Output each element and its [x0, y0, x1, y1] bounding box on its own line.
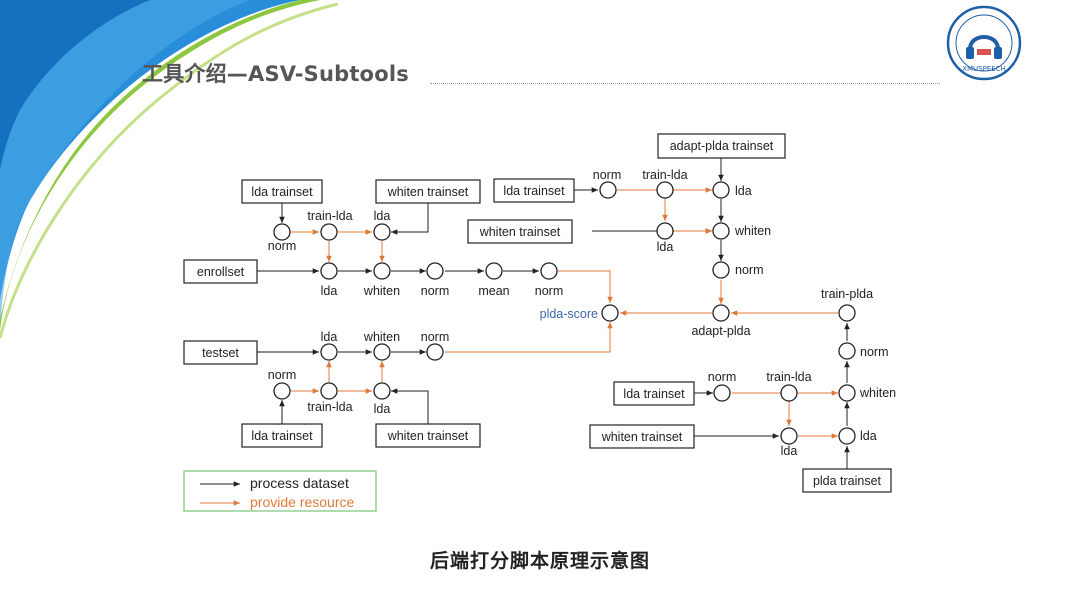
- node-plda-score: [601, 304, 619, 322]
- node-enroll-mean: [485, 262, 503, 280]
- label-adapt-plda: adapt-plda: [691, 324, 750, 338]
- plda-trainset-box: plda trainset: [802, 468, 892, 493]
- enrollset-box: enrollset: [183, 259, 258, 284]
- label-test-lda: lda: [321, 330, 338, 344]
- lda-trainset-box-plda: lda trainset: [613, 381, 695, 406]
- whiten-trainset-box-enroll: whiten trainset: [375, 179, 481, 204]
- node-plda-whiten: [838, 384, 856, 402]
- node-enroll-whiten: [373, 262, 391, 280]
- node-plda-train-lda: [780, 384, 798, 402]
- label-test-norm: norm: [421, 330, 449, 344]
- label-plda-whiten: whiten: [859, 386, 896, 400]
- label-test-norm-bottom: norm: [268, 368, 296, 382]
- corner-swoosh-decoration: [0, 0, 339, 339]
- node-enroll-norm2: [540, 262, 558, 280]
- whiten-trainset-box-adapt: whiten trainset: [467, 219, 573, 244]
- svg-text:whiten trainset: whiten trainset: [387, 429, 469, 443]
- legend-resource-label: provide resource: [250, 494, 354, 510]
- node-plda-lda-bottom: [780, 427, 798, 445]
- node-test-lda-bottom: [373, 382, 391, 400]
- svg-text:whiten trainset: whiten trainset: [601, 430, 683, 444]
- label-plda-train-lda: train-lda: [766, 370, 811, 384]
- node-adapt-lda: [712, 181, 730, 199]
- node-adapt-norm: [599, 181, 617, 199]
- legend: process dataset provide resource: [183, 470, 377, 512]
- label-plda-lda: lda: [860, 429, 877, 443]
- node-enroll-norm-top: [273, 223, 291, 241]
- svg-text:plda trainset: plda trainset: [813, 474, 882, 488]
- node-test-norm: [426, 343, 444, 361]
- resource-edges: [291, 187, 838, 439]
- svg-text:whiten trainset: whiten trainset: [387, 185, 469, 199]
- svg-text:lda trainset: lda trainset: [251, 429, 313, 443]
- node-enroll-train-lda: [320, 223, 338, 241]
- label-plda-train-plda: train-plda: [821, 287, 873, 301]
- title-divider: [430, 83, 940, 84]
- node-test-train-lda: [320, 382, 338, 400]
- label-adapt-whiten: whiten: [734, 224, 771, 238]
- label-enroll-whiten: whiten: [363, 284, 400, 298]
- node-adapt-train-lda: [656, 181, 674, 199]
- label-plda-lda-bottom: lda: [781, 444, 798, 458]
- process-edges: [257, 158, 850, 469]
- label-enroll-train-lda: train-lda: [307, 209, 352, 223]
- slide-title: 工具介绍—ASV-Subtools: [142, 62, 409, 86]
- svg-text:lda trainset: lda trainset: [251, 185, 313, 199]
- label-adapt-lda-bottom: lda: [657, 240, 674, 254]
- svg-text:testset: testset: [202, 346, 239, 360]
- whiten-trainset-box-plda: whiten trainset: [589, 424, 695, 449]
- svg-text:lda trainset: lda trainset: [503, 184, 565, 198]
- node-test-norm-bottom: [273, 382, 291, 400]
- lda-trainset-box-adapt: lda trainset: [493, 178, 575, 203]
- node-adapt-lda-bottom: [656, 222, 674, 240]
- label-adapt-norm: norm: [593, 168, 621, 182]
- svg-text:adapt-plda trainset: adapt-plda trainset: [670, 139, 774, 153]
- adapt-plda-trainset-box: adapt-plda trainset: [657, 133, 786, 159]
- label-plda-norm: norm: [860, 345, 888, 359]
- figure-caption: 后端打分脚本原理示意图: [429, 550, 650, 572]
- label-plda-score: plda-score: [540, 307, 598, 321]
- label-enroll-norm2: norm: [535, 284, 563, 298]
- node-test-lda: [320, 343, 338, 361]
- svg-text:enrollset: enrollset: [197, 265, 245, 279]
- node-adapt-whiten: [712, 222, 730, 240]
- logo-text: XMUSPEECH: [962, 65, 1006, 73]
- node-plda-lda: [838, 427, 856, 445]
- label-test-whiten: whiten: [363, 330, 400, 344]
- svg-text:lda trainset: lda trainset: [623, 387, 685, 401]
- label-enroll-mean: mean: [478, 284, 509, 298]
- university-logo: XMUSPEECH: [946, 5, 1022, 81]
- node-enroll-norm: [426, 262, 444, 280]
- label-enroll-norm: norm: [421, 284, 449, 298]
- label-adapt-lda: lda: [735, 184, 752, 198]
- label-enroll-lda: lda: [321, 284, 338, 298]
- node-adapt-plda: [712, 304, 730, 322]
- lda-trainset-box-enroll: lda trainset: [241, 179, 323, 204]
- label-enroll-lda-top: lda: [374, 209, 391, 223]
- node-plda-norm: [838, 342, 856, 360]
- label-enroll-norm-top: norm: [268, 239, 296, 253]
- node-enroll-lda-top: [373, 223, 391, 241]
- node-adapt-norm2: [712, 261, 730, 279]
- label-adapt-train-lda: train-lda: [642, 168, 687, 182]
- node-plda-norm-in: [713, 384, 731, 402]
- pipeline-nodes: [273, 181, 856, 445]
- label-test-lda-bottom: lda: [374, 402, 391, 416]
- testset-box: testset: [183, 340, 258, 365]
- label-plda-norm-in: norm: [708, 370, 736, 384]
- node-plda-train-plda: [838, 304, 856, 322]
- lda-trainset-box-test: lda trainset: [241, 423, 323, 448]
- label-test-train-lda: train-lda: [307, 400, 352, 414]
- whiten-trainset-box-test: whiten trainset: [375, 423, 481, 448]
- node-enroll-lda: [320, 262, 338, 280]
- legend-process-label: process dataset: [250, 475, 349, 491]
- label-adapt-norm2: norm: [735, 263, 763, 277]
- node-labels: norm train-lda lda lda whiten norm mean …: [268, 168, 896, 458]
- node-test-whiten: [373, 343, 391, 361]
- svg-text:whiten trainset: whiten trainset: [479, 225, 561, 239]
